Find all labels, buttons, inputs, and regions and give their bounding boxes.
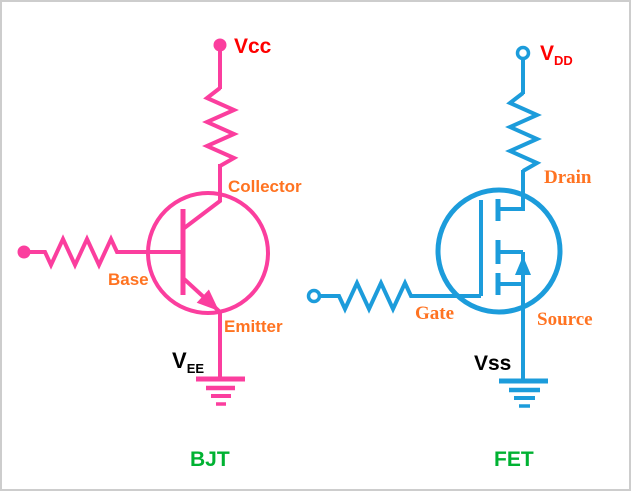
fet-vss-label: Vss: [474, 352, 511, 375]
fet-ground-icon: [499, 378, 548, 408]
fet-drain-label: Drain: [544, 167, 592, 188]
bjt-vcc-label: Vcc: [234, 35, 272, 58]
fet-title: FET: [494, 448, 534, 471]
bjt-collector-resistor: [202, 86, 239, 168]
fet-vdd-terminal-ring: [515, 45, 531, 61]
fet-circuit: VDD Drain Gate Source Vss FET: [306, 42, 593, 471]
bjt-base-label: Base: [108, 270, 149, 289]
fet-gate-resistor: [320, 278, 481, 314]
fet-vdd-label: VDD: [540, 42, 573, 68]
bjt-base-terminal-dot: [17, 245, 31, 259]
fet-source-label: Source: [537, 309, 593, 330]
bjt-base-resistor: [30, 234, 183, 270]
bjt-vee-label: VEE: [172, 348, 204, 376]
fet-gate-terminal-ring: [306, 288, 322, 304]
fet-drain-resistor: [505, 91, 542, 173]
fet-gate-label: Gate: [415, 303, 454, 324]
bjt-collector-label: Collector: [228, 177, 302, 196]
bjt-emitter-arrow-icon: [196, 289, 219, 311]
bjt-circuit: Vcc Collector Base Emitter VEE BJT: [17, 35, 302, 471]
bjt-vcc-terminal-dot: [213, 38, 227, 52]
fet-transistor-circle: [435, 187, 563, 315]
bjt-ground-icon: [196, 376, 245, 406]
bjt-emitter-label: Emitter: [224, 317, 283, 336]
fet-body-arrow-icon: [515, 256, 531, 275]
bjt-title: BJT: [190, 448, 230, 471]
bjt-collector-lead: [181, 164, 222, 231]
